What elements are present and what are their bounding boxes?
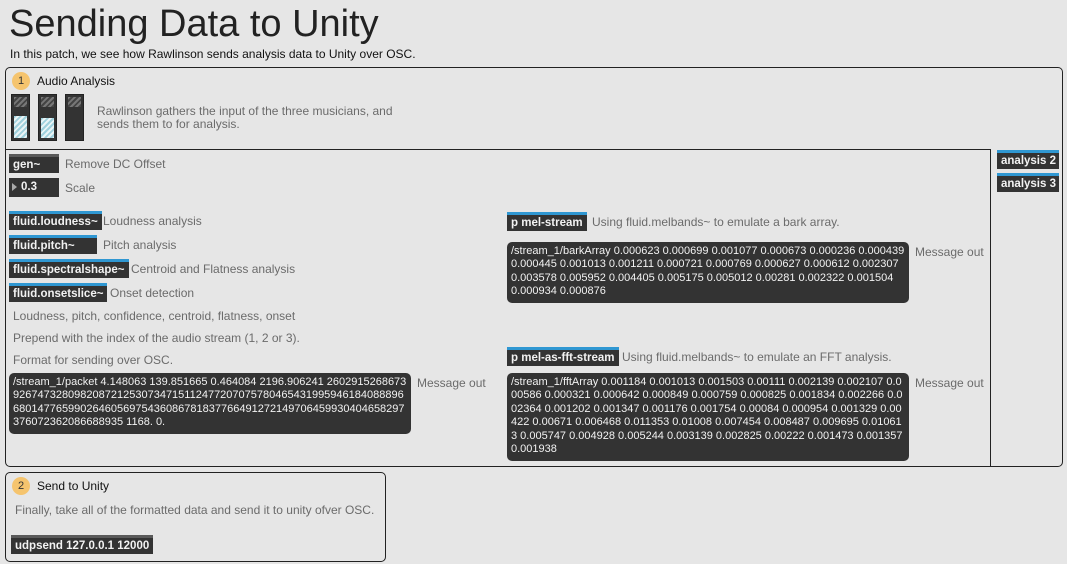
level-meter-2[interactable] <box>38 94 57 141</box>
fluid-pitch-object[interactable]: fluid.pitch~ <box>9 235 97 254</box>
mel-fft-comment: Using fluid.melbands~ to emulate an FFT … <box>622 350 892 364</box>
section-1-description: Rawlinson gathers the input of the three… <box>97 104 393 131</box>
mel-as-fft-stream-subpatch[interactable]: p mel-as-fft-stream <box>507 347 619 366</box>
bark-out-label: Message out <box>915 245 984 259</box>
gen-object[interactable]: gen~ <box>9 154 59 173</box>
spectralshape-comment: Centroid and Flatness analysis <box>131 262 296 276</box>
fft-array-message-box[interactable]: /stream_1/fftArray 0.001184 0.001013 0.0… <box>507 373 909 461</box>
scale-comment: Scale <box>65 181 96 195</box>
fft-out-label: Message out <box>915 376 984 390</box>
analysis-3-subpatch[interactable]: analysis 3 <box>997 173 1059 192</box>
page-subtitle: In this patch, we see how Rawlinson send… <box>10 47 416 61</box>
pitch-comment: Pitch analysis <box>103 238 177 252</box>
bark-array-message-box[interactable]: /stream_1/barkArray 0.000623 0.000699 0.… <box>507 242 909 303</box>
prepend-comment: Prepend with the index of the audio stre… <box>13 331 300 345</box>
mel-stream-subpatch[interactable]: p mel-stream <box>507 212 587 231</box>
packet-out-label: Message out <box>417 376 486 390</box>
page-title: Sending Data to Unity <box>9 3 379 45</box>
section-1-title: Audio Analysis <box>37 74 116 88</box>
analysis-2-subpatch[interactable]: analysis 2 <box>997 150 1059 169</box>
subpatch-frame-right <box>990 149 991 466</box>
features-comment: Loudness, pitch, confidence, centroid, f… <box>13 309 296 323</box>
gen-comment: Remove DC Offset <box>65 157 166 171</box>
format-comment: Format for sending over OSC. <box>13 353 174 367</box>
fluid-spectralshape-object[interactable]: fluid.spectralshape~ <box>9 259 129 278</box>
fluid-onsetslice-object[interactable]: fluid.onsetslice~ <box>9 283 108 302</box>
section-2-badge: 2 <box>12 477 30 495</box>
section-2-title: Send to Unity <box>37 479 110 493</box>
packet-message-box[interactable]: /stream_1/packet 4.148063 139.851665 0.4… <box>9 373 411 434</box>
section-2-description: Finally, take all of the formatted data … <box>15 503 375 517</box>
fluid-loudness-object[interactable]: fluid.loudness~ <box>9 211 102 230</box>
level-meter-1[interactable] <box>11 94 30 141</box>
level-meter-3[interactable] <box>65 94 84 141</box>
subpatch-frame-top <box>6 149 991 150</box>
scale-number-box[interactable]: 0.3 <box>9 178 59 197</box>
mel-stream-comment: Using fluid.melbands~ to emulate a bark … <box>592 215 840 229</box>
onsetslice-comment: Onset detection <box>110 286 195 300</box>
section-1-badge: 1 <box>12 72 30 90</box>
udpsend-object[interactable]: udpsend 127.0.0.1 12000 <box>11 535 154 554</box>
loudness-comment: Loudness analysis <box>103 214 202 228</box>
